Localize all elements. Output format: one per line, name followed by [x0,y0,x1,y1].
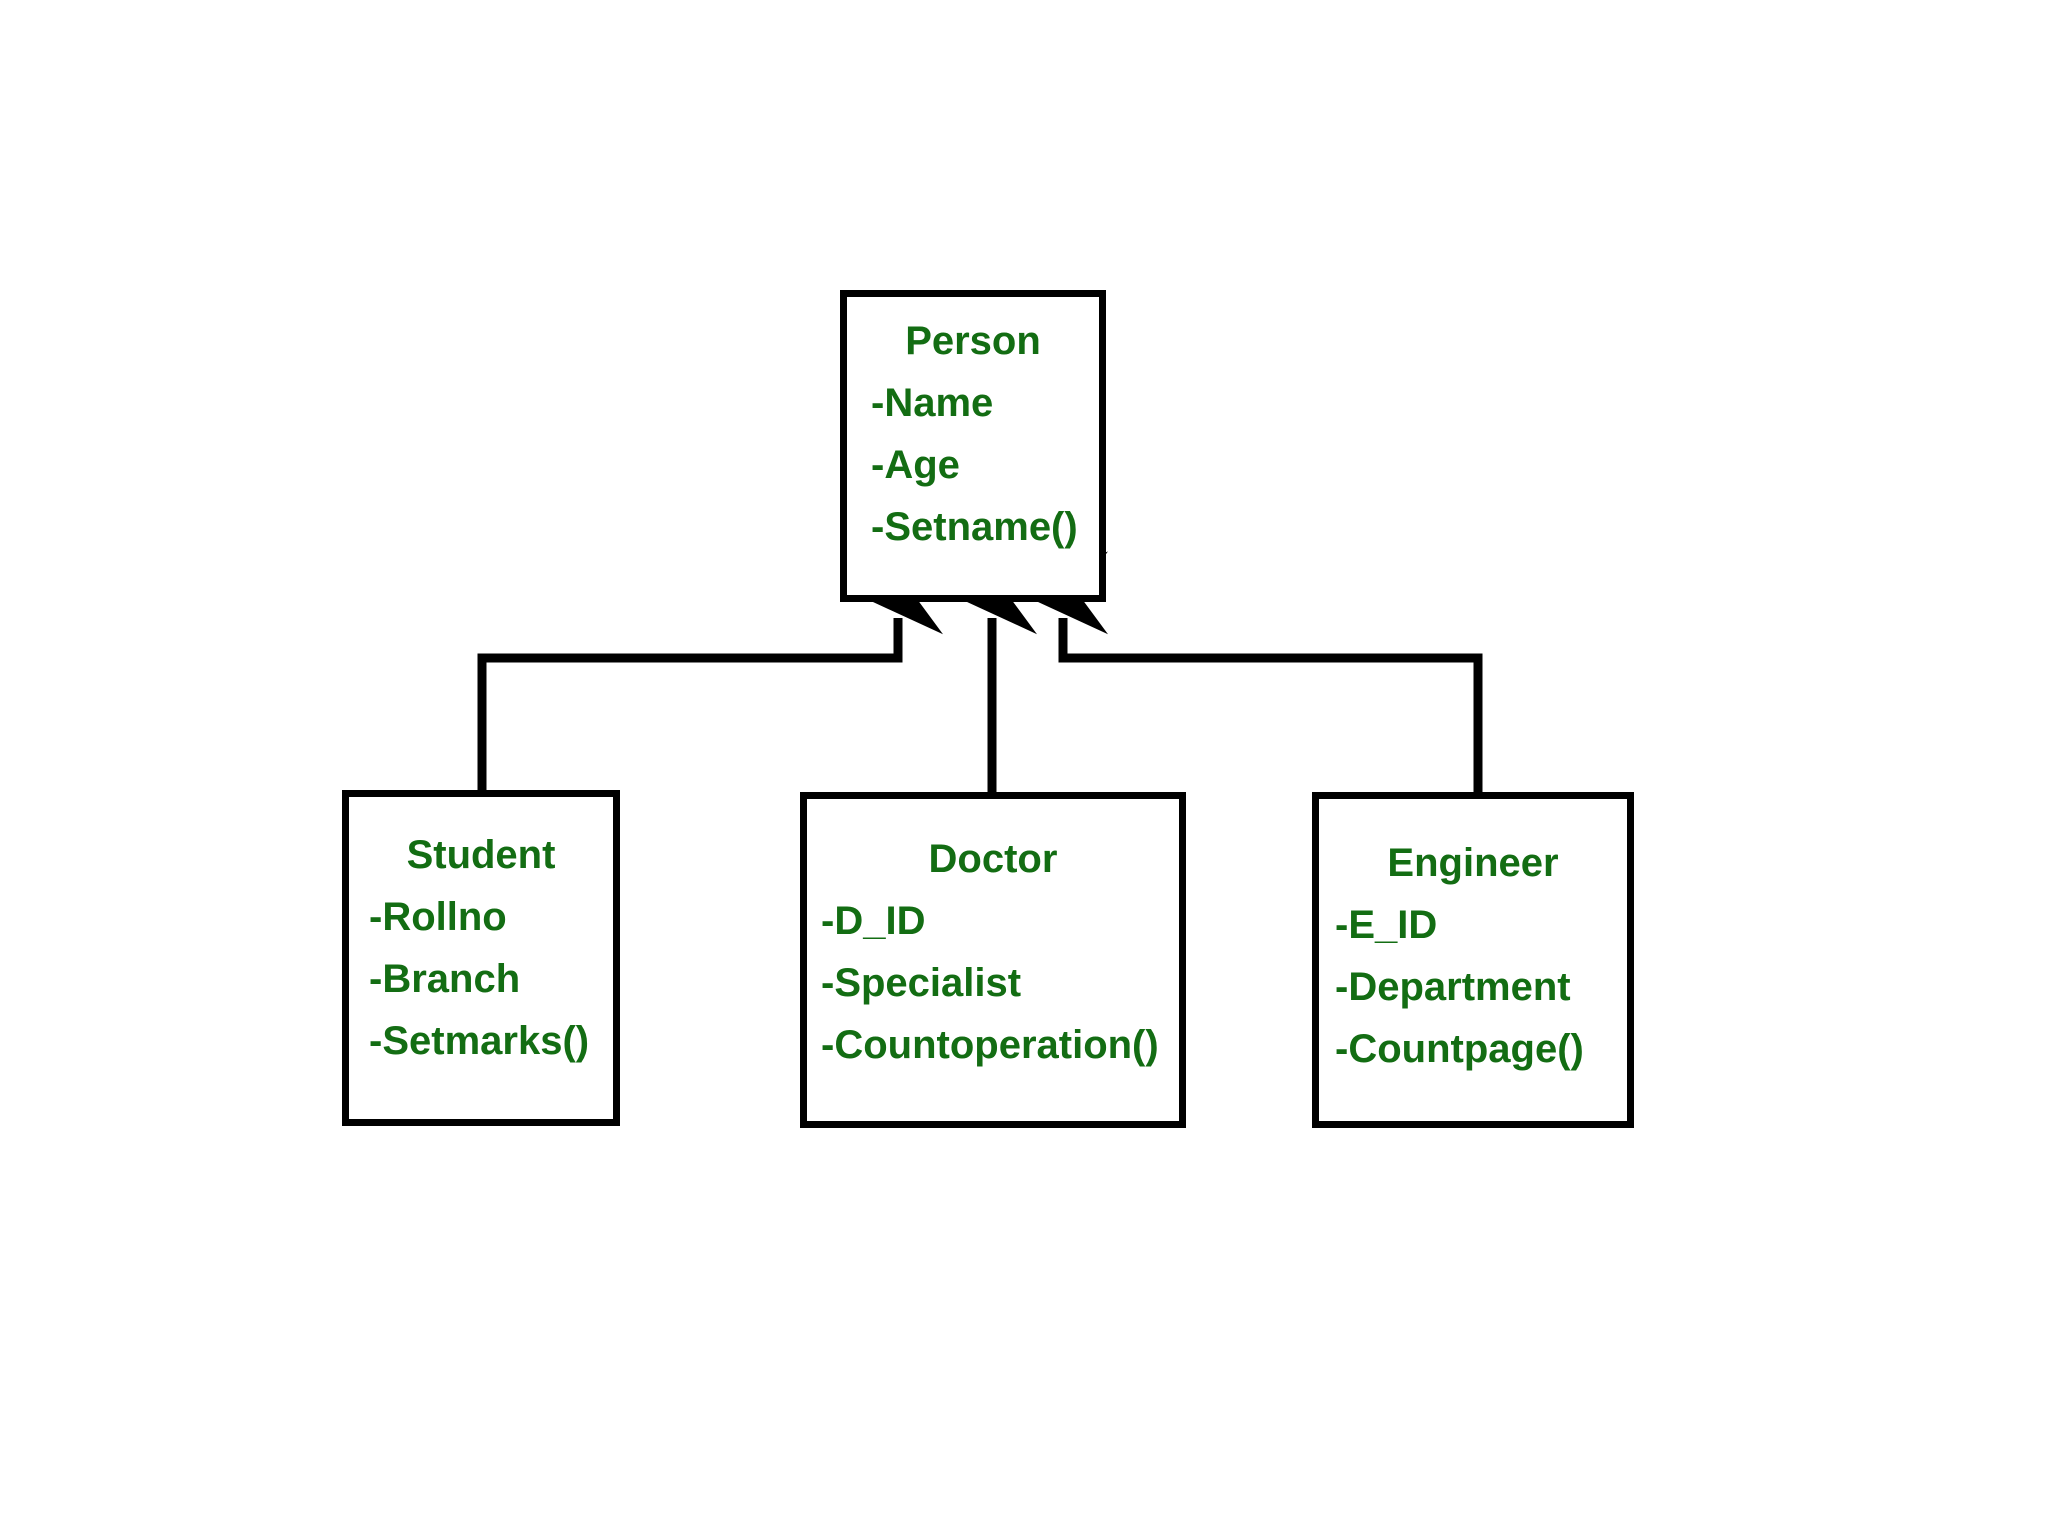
class-member: -Department [1335,965,1571,1009]
class-box-engineer[interactable]: Engineer -E_ID -Department -Countpage() [1312,792,1634,1128]
class-member: -Rollno [369,895,507,939]
connector-student-to-person [477,551,943,790]
class-box-student[interactable]: Student -Rollno -Branch -Setmarks() [342,790,620,1126]
class-members-doctor: -D_ID -Specialist -Countoperation() [807,901,1179,1087]
class-name-engineer: Engineer [1387,841,1559,885]
class-members-student: -Rollno -Branch -Setmarks() [349,897,613,1083]
class-member: -Age [871,443,960,487]
connector-engineer-to-person [1018,551,1483,792]
class-box-doctor[interactable]: Doctor -D_ID -Specialist -Countoperation… [800,792,1186,1128]
class-members-person: -Name -Age -Setname() [847,383,1099,569]
class-member: -Countpage() [1335,1027,1584,1071]
class-name-person: Person [905,319,1041,363]
class-box-person[interactable]: Person -Name -Age -Setname() [840,290,1106,602]
class-members-engineer: -E_ID -Department -Countpage() [1319,905,1627,1091]
class-member: -Countoperation() [821,1023,1159,1067]
class-name-student: Student [406,833,556,877]
class-member: -Specialist [821,961,1022,1005]
class-name-doctor: Doctor [928,837,1058,881]
class-member: -D_ID [821,899,926,943]
class-member: -Setmarks() [369,1019,590,1063]
class-member: -E_ID [1335,903,1438,947]
class-member: -Name [871,381,994,425]
class-member: -Branch [369,957,521,1001]
class-member: -Setname() [871,505,1078,549]
